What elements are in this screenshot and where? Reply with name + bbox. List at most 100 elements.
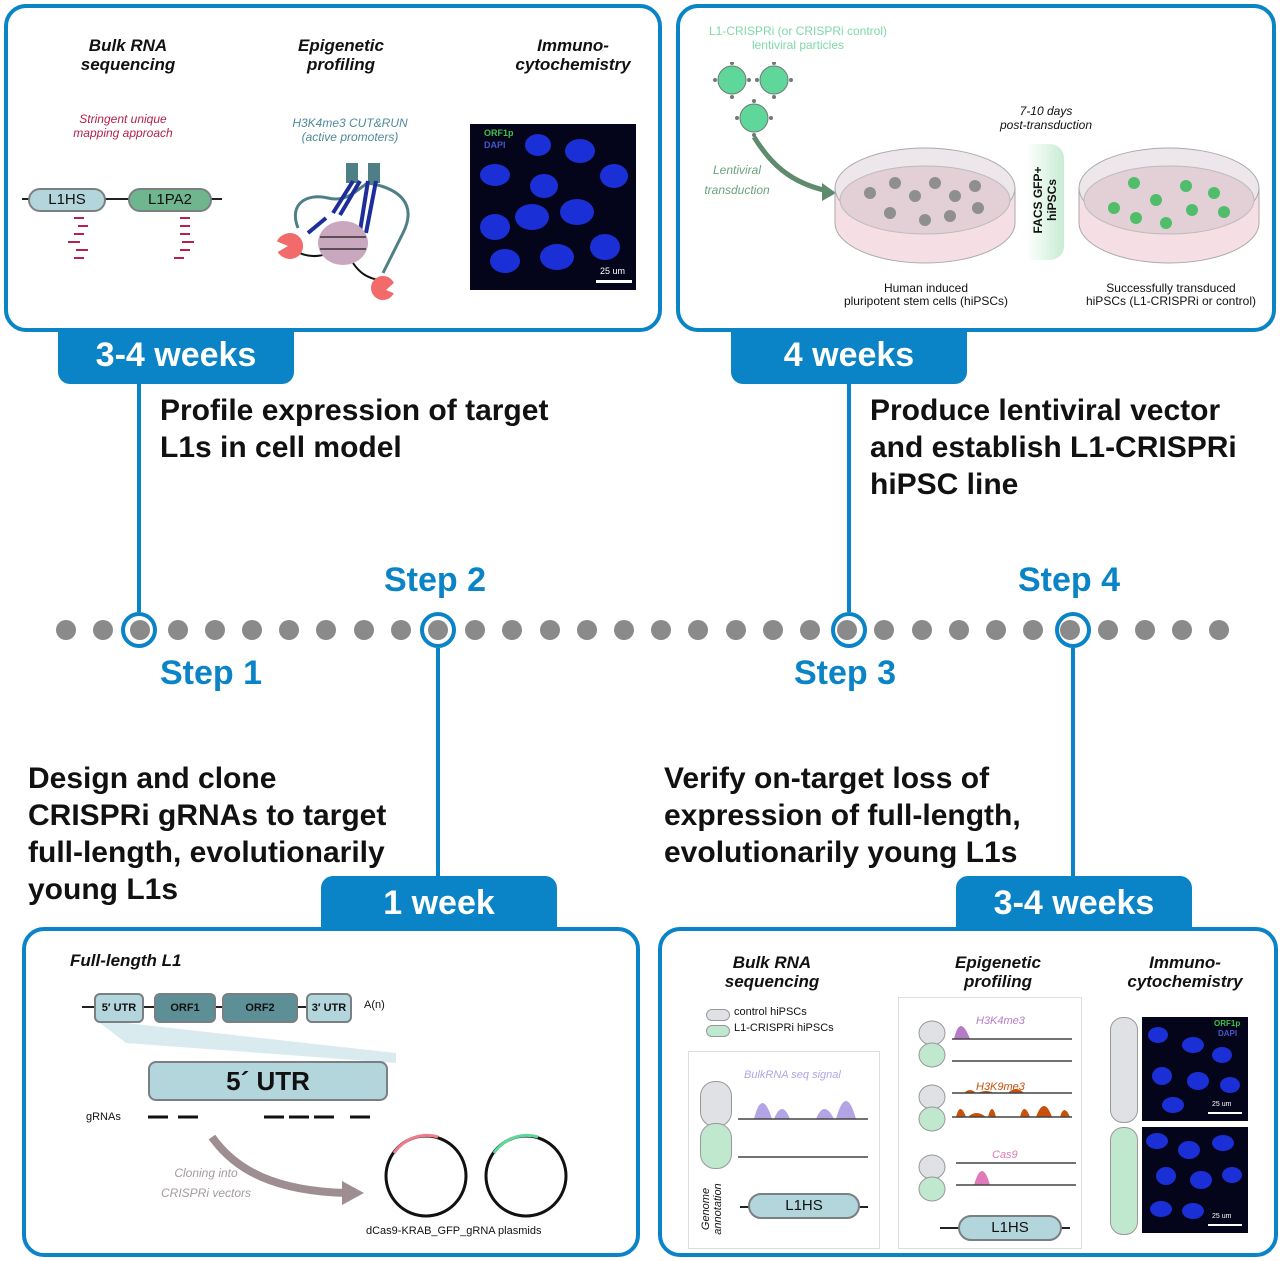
- track-label-h3k4me3: H3K4me3: [976, 1015, 1025, 1027]
- step3-marker: [831, 612, 867, 648]
- icc-control-image: ORF1p DAPI 25 um: [1142, 1017, 1248, 1121]
- segment-3utr: 3′ UTR: [306, 993, 352, 1023]
- step4-bulk-title: Bulk RNA sequencing: [724, 953, 820, 991]
- dish1-label: Human induced pluripotent stem cells (hi…: [843, 281, 1009, 308]
- step2-connector: [436, 648, 440, 878]
- timeline-dot: [725, 620, 746, 640]
- timeline-dot: [390, 620, 411, 640]
- timeline-dot: [167, 620, 188, 640]
- step3-connector: [847, 384, 851, 612]
- timeline-dot: [576, 620, 597, 640]
- step1-duration-badge: 3-4 weeks: [58, 330, 294, 384]
- genome-annotation-label: Genome annotation: [700, 1183, 724, 1235]
- timeline-dot: [204, 620, 225, 640]
- timeline-dot: [353, 620, 374, 640]
- timeline-dot: [651, 620, 672, 640]
- step2-duration-badge: 1 week: [321, 876, 557, 930]
- timeline-dot: [1097, 620, 1118, 640]
- segment-5utr: 5′ UTR: [94, 993, 144, 1023]
- cloning-arrow: [208, 1134, 364, 1205]
- step1-marker: [121, 612, 157, 648]
- facs-sort-box: [1026, 144, 1064, 260]
- epi-track-box: [898, 997, 1082, 1249]
- scale-label: 25 um: [600, 266, 626, 276]
- icc-control-scalebar: [1208, 1112, 1242, 1114]
- timeline-dot: [1134, 620, 1155, 640]
- lentiviral-transduction-label: Lentiviral transduction: [704, 163, 770, 197]
- legend-control-swatch: [706, 1009, 730, 1021]
- timeline-dot: [614, 620, 634, 640]
- timeline-dot: [874, 620, 895, 640]
- icc-control-scale: 25 um: [1212, 1101, 1232, 1108]
- timeline-dot: [465, 620, 486, 640]
- legend-crispri-swatch: [706, 1025, 730, 1037]
- crispri-sample-icon: [700, 1123, 732, 1169]
- step1-mapping-subtitle: Stringent unique mapping approach: [73, 112, 173, 140]
- step1-icc-title: Immuno- cytochemistry: [515, 36, 631, 74]
- legend-crispri-label: L1-CRISPRi hiPSCs: [734, 1022, 834, 1034]
- transduction-arrow: [751, 135, 836, 201]
- step4-duration-badge: 3-4 weeks: [956, 876, 1192, 930]
- facs-sort-label: FACS GFP+ hiPSCs: [1031, 166, 1059, 234]
- legend-control-label: control hiPSCs: [734, 1006, 807, 1018]
- step4-label: Step 4: [1018, 561, 1121, 599]
- step1-description: Profile expression of target L1s in cell…: [160, 394, 549, 464]
- l1pa2-element: L1PA2: [128, 188, 212, 212]
- step4-icc-title: Immuno- cytochemistry: [1127, 953, 1243, 991]
- icc-crispri-image: 25 um: [1142, 1127, 1248, 1233]
- step2-label: Step 2: [384, 561, 487, 599]
- dapi-label: DAPI: [484, 140, 506, 150]
- timeline-dot: [911, 620, 932, 640]
- bulk-signal-tracks: [738, 1101, 868, 1158]
- l1hs-element: L1HS: [28, 188, 106, 212]
- step1-epi-title: Epigenetic profiling: [298, 36, 384, 74]
- segment-orf2: ORF2: [222, 993, 298, 1023]
- icc-crispri-scalebar: [1208, 1224, 1242, 1226]
- scale-bar: [596, 280, 632, 283]
- cloning-label: Cloning into CRISPRi vectors: [160, 1166, 252, 1200]
- timeline-dot: [93, 620, 114, 640]
- timeline-dot: [800, 620, 820, 640]
- timeline-dot: [279, 620, 300, 640]
- step1-bulk-title: Bulk RNA sequencing: [80, 36, 176, 74]
- mapped-reads: [68, 217, 194, 259]
- polya-label: A(n): [364, 999, 385, 1011]
- grna-label: gRNAs: [86, 1111, 121, 1123]
- epi-tracks: [918, 1020, 1076, 1202]
- zoom-wedge: [100, 1023, 396, 1063]
- step3-panel: L1-CRISPRi (or CRISPRi control) lentivir…: [676, 4, 1276, 332]
- bulk-l1hs-element: L1HS: [748, 1193, 860, 1219]
- step1-label: Step 1: [160, 654, 263, 692]
- virus-icons: [713, 62, 793, 137]
- step4-epi-title: Epigenetic profiling: [955, 953, 1041, 991]
- petri-dish-transduced: [1078, 147, 1260, 264]
- bulk-signal-label: BulkRNA seq signal: [744, 1069, 841, 1081]
- timing-label: 7-10 days post-transduction: [999, 104, 1093, 132]
- control-sample-icon: [700, 1081, 732, 1127]
- timeline-dot: [1209, 620, 1230, 640]
- step1-cutrun-subtitle: H3K4me3 CUT&RUN (active promoters): [292, 116, 408, 144]
- icc-orf1p-label: ORF1p: [1214, 1019, 1241, 1028]
- step1-icc-image: ORF1p DAPI 25 um: [470, 124, 636, 290]
- step1-panel: Bulk RNA sequencing Stringent unique map…: [4, 4, 662, 332]
- timeline-dot: [242, 620, 262, 640]
- step2-description: Design and clone CRISPRi gRNAs to target…: [28, 762, 387, 906]
- plasmid-icons: [384, 1133, 568, 1218]
- step3-label: Step 3: [794, 654, 897, 692]
- timeline-dot: [1023, 620, 1044, 640]
- step3-duration-badge: 4 weeks: [731, 330, 967, 384]
- step4-marker: [1055, 612, 1091, 648]
- epi-l1hs-element: L1HS: [958, 1215, 1062, 1241]
- dish2-label: Successfully transduced hiPSCs (L1-CRISP…: [1085, 281, 1257, 308]
- petri-dish-hipscs: [834, 147, 1016, 264]
- timeline-dot: [1172, 620, 1192, 640]
- orf1p-label: ORF1p: [484, 128, 514, 138]
- step2-marker: [420, 612, 456, 648]
- step4-panel: Bulk RNA sequencing control hiPSCs L1-CR…: [658, 927, 1278, 1257]
- icc-crispri-scale: 25 um: [1212, 1213, 1232, 1220]
- track-label-cas9: Cas9: [992, 1149, 1018, 1161]
- icc-control-bar: [1110, 1017, 1138, 1123]
- bulk-track-box: [688, 1051, 880, 1249]
- step4-description: Verify on-target loss of expression of f…: [664, 762, 1021, 869]
- timeline-dot: [502, 620, 523, 640]
